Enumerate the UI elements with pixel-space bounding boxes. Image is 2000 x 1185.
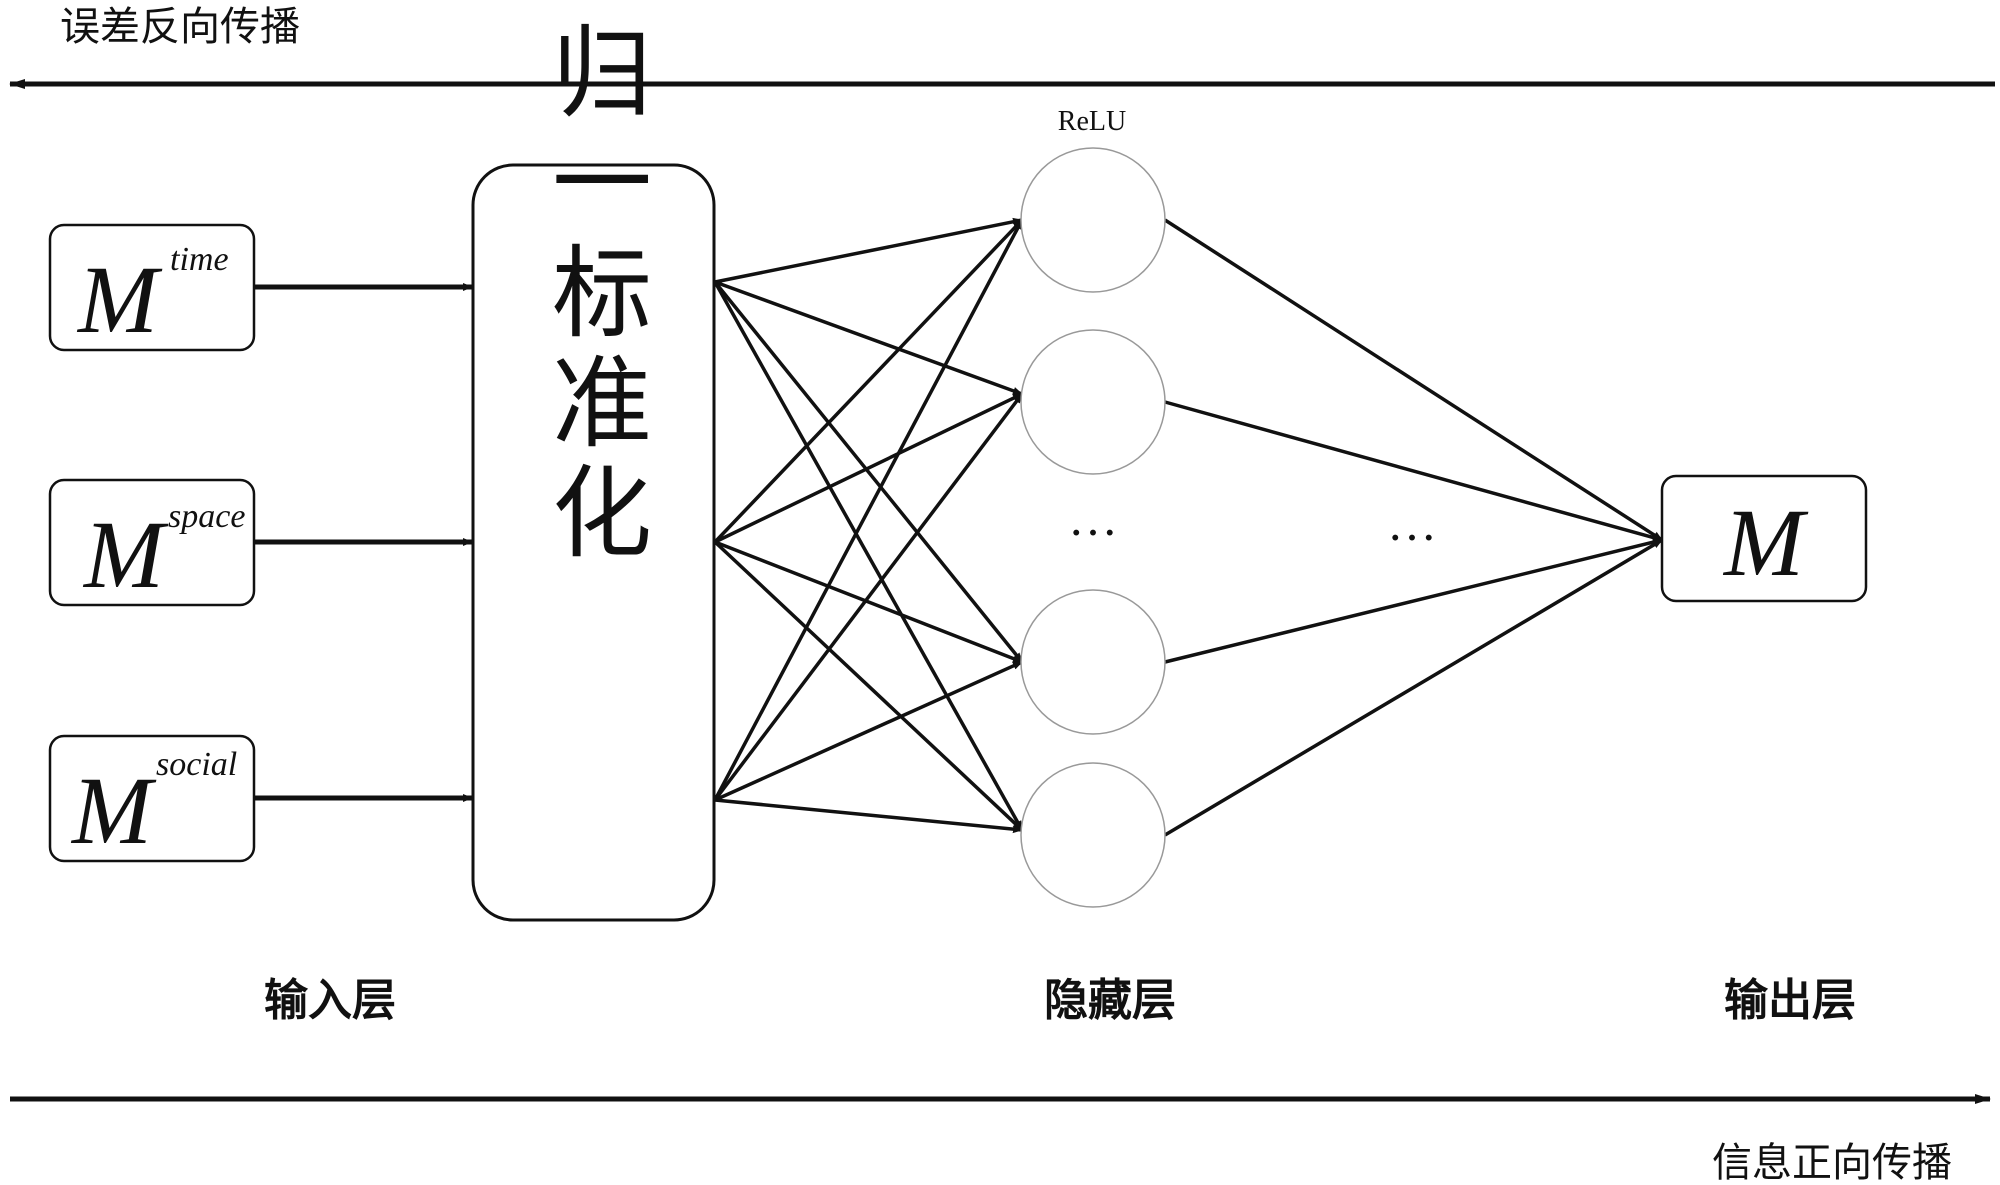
edge (1164, 218, 1663, 542)
backprop-label: 误差反向传播 (60, 4, 300, 50)
svg-text:M time: M time (76, 241, 229, 353)
output-base: M (1722, 489, 1809, 596)
input-social-base: M (70, 757, 157, 864)
edges (713, 217, 1663, 837)
edge (714, 217, 1023, 284)
hidden-neuron (1020, 329, 1166, 475)
input-social-sup: social (156, 746, 237, 783)
hidden-layer-label: 隐藏层 (1044, 975, 1176, 1026)
edge (713, 392, 1024, 802)
input-space-sup: space (168, 498, 245, 535)
svg-text:M space: M space (82, 498, 245, 608)
hidden-neuron (1020, 147, 1166, 293)
input-space-base: M (82, 501, 169, 608)
edge (713, 219, 1024, 801)
edge (714, 392, 1023, 544)
edge (713, 218, 1024, 544)
input-node-time: M time (48, 223, 256, 353)
input-layer-label: 输入层 (264, 975, 396, 1026)
output-edge-ellipsis: … (1387, 495, 1437, 551)
edge (713, 540, 1024, 832)
output-layer-label: 输出层 (1724, 975, 1856, 1026)
edge (713, 281, 1024, 831)
edge (1164, 538, 1663, 664)
edge (1164, 538, 1663, 837)
normalization-label: 归一标准化 (535, 20, 652, 570)
edge (714, 660, 1023, 802)
output-node: M (1660, 474, 1868, 603)
input-node-space: M space (48, 478, 256, 608)
input-time-base: M (76, 246, 163, 353)
edge (1164, 400, 1663, 542)
input-time-sup: time (170, 241, 229, 278)
hidden-neuron (1020, 589, 1166, 735)
edge (714, 280, 1023, 396)
forward-label: 信息正向传播 (1712, 1140, 1952, 1185)
svg-text:M social: M social (70, 746, 237, 864)
hidden-neuron (1020, 762, 1166, 908)
edge (714, 798, 1023, 834)
edge (713, 280, 1024, 664)
input-node-social: M social (48, 734, 256, 864)
edge (714, 540, 1023, 664)
input-arrows (255, 283, 473, 802)
normalization-block (471, 163, 716, 922)
hidden-ellipsis: … (1068, 490, 1118, 546)
activation-label: ReLU (1058, 106, 1126, 137)
hidden-neurons (1020, 147, 1166, 908)
